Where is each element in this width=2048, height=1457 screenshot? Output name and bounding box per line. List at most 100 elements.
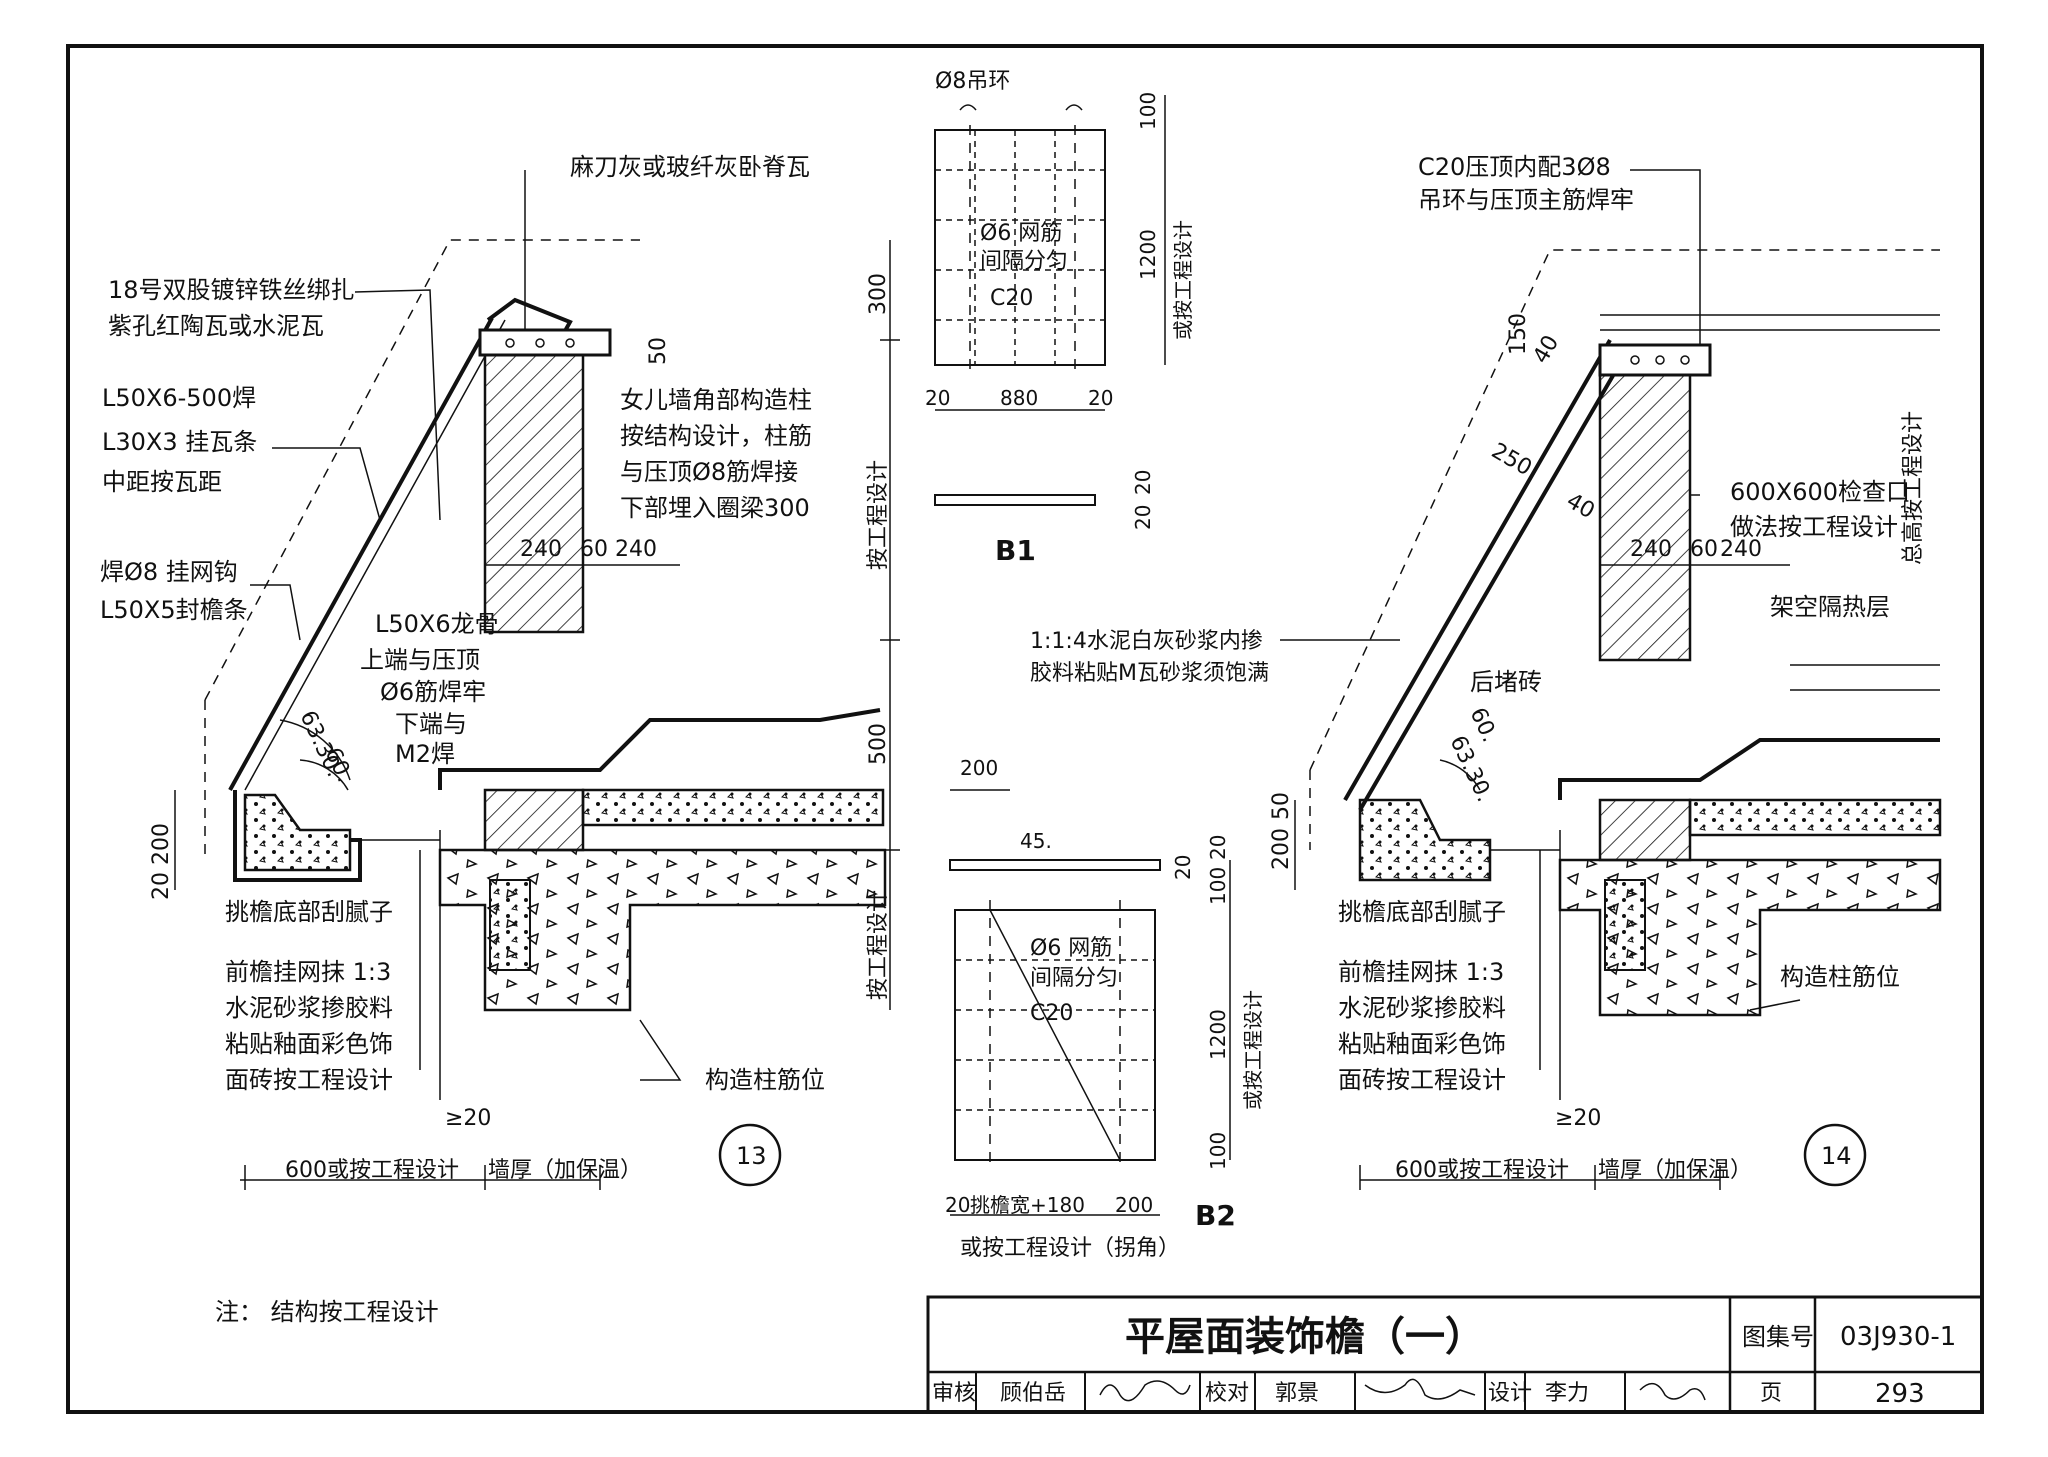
- b1-dim-20c: 20: [1131, 470, 1155, 495]
- label-keel-3: Ø6筋焊牢: [380, 678, 486, 706]
- checker-name: 郭景: [1275, 1381, 1319, 1406]
- dim-50: 50: [646, 337, 671, 365]
- label-col-4: 下部埋入圈梁300: [620, 494, 810, 522]
- label-front-1: 前檐挂网抹 1:3: [1338, 958, 1504, 986]
- detail-13-drawing: [174, 170, 900, 1190]
- dim-200: 200: [1269, 828, 1294, 870]
- note-text: 注： 结构按工程设计: [215, 1298, 439, 1326]
- dim-200: 200: [149, 823, 174, 865]
- b2-mesh-1: Ø6 网筋: [1030, 936, 1112, 961]
- b2-grade: C20: [1030, 1001, 1073, 1026]
- b1-dim-100: 100: [1136, 92, 1160, 130]
- b2-dim-100a: 100: [1206, 867, 1230, 905]
- b1-mesh-2: 间隔分匀: [980, 249, 1068, 274]
- dim-wall: 墙厚（加保温）: [488, 1158, 642, 1183]
- label-hatch-2: 做法按工程设计: [1730, 513, 1898, 541]
- b2-dim-1200: 1200: [1206, 1009, 1230, 1060]
- label-keel-1: L50X6龙骨: [375, 610, 499, 638]
- label-front-1: 前檐挂网抹 1:3: [225, 958, 391, 986]
- dim-ge20: ≥20: [1555, 1106, 1601, 1131]
- dim-40a: 40: [1529, 331, 1565, 368]
- b2-name: B2: [1195, 1199, 1236, 1232]
- review-label: 审核: [932, 1381, 976, 1406]
- b1-dim-1200: 1200: [1136, 229, 1160, 280]
- dim-40b: 40: [1562, 489, 1599, 525]
- dim-240b: 240: [1720, 537, 1762, 562]
- designer-signature: [1639, 1382, 1706, 1401]
- b2-dim-20b: 20: [1171, 855, 1195, 880]
- dim-240a: 240: [1630, 537, 1672, 562]
- b1-hook: Ø8吊环: [935, 69, 1010, 94]
- b2-angle-45: 45.: [1020, 829, 1052, 853]
- dim-wall: 墙厚（加保温）: [1598, 1158, 1752, 1183]
- detail-14-labels: C20压顶内配3Ø8 吊环与压顶主筋焊牢 600X600检查口 做法按工程设计 …: [1030, 153, 1926, 1183]
- label-angle-2: L30X3 挂瓦条: [102, 428, 257, 456]
- b2-dim-design: 或按工程设计: [1241, 990, 1265, 1110]
- label-rebar: 构造柱筋位: [705, 1066, 825, 1094]
- b2-drawing: [949, 789, 1231, 1216]
- label-hook-1: 焊Ø8 挂网钩: [100, 558, 238, 586]
- dim-240b: 240: [615, 537, 657, 562]
- dim-ge20: ≥20: [445, 1106, 491, 1131]
- label-front-2: 水泥砂浆掺胶料: [225, 994, 393, 1022]
- b1-grade: C20: [990, 286, 1033, 311]
- title-block-lines: [926, 1295, 1984, 1414]
- detail-13-labels: 麻刀灰或玻纤灰卧脊瓦 18号双股镀锌铁丝绑扎 紫孔红陶瓦或水泥瓦 L50X6-5…: [100, 153, 891, 1183]
- title-block: 平屋面装饰檐（一） 图集号 03J930-1 审核 顾伯岳 校对 郭景 设计 李…: [932, 1314, 1956, 1409]
- b1-mesh-1: Ø6 网筋: [980, 221, 1062, 246]
- label-angle-1: L50X6-500焊: [102, 384, 256, 412]
- angle-6330: 63.30.: [295, 707, 347, 781]
- b1-dim-20d: 20: [1131, 505, 1155, 530]
- atlas-label: 图集号: [1742, 1323, 1814, 1351]
- dim-300: 300: [866, 273, 891, 315]
- reviewer-signature: [1099, 1380, 1191, 1402]
- b1-dim-880: 880: [1000, 386, 1038, 410]
- angle-6330: 63.30.: [1445, 732, 1497, 806]
- reviewer-name: 顾伯岳: [1000, 1381, 1066, 1406]
- dim-500: 500: [866, 723, 891, 765]
- b1-dim-design: 或按工程设计: [1171, 220, 1195, 340]
- dim-600: 600或按工程设计: [285, 1158, 459, 1183]
- b1-dim-20b: 20: [1088, 386, 1113, 410]
- b2-labels: 200 45. Ø6 网筋 间隔分匀 C20 20 20 100 1200 或按…: [945, 756, 1265, 1261]
- detail-13-number: 13: [736, 1142, 767, 1170]
- label-rebar: 构造柱筋位: [1780, 963, 1900, 991]
- label-wire-1: 18号双股镀锌铁丝绑扎: [108, 276, 355, 304]
- label-cap-2: 吊环与压顶主筋焊牢: [1418, 186, 1634, 214]
- b2-dim-20c: 20: [945, 1193, 970, 1217]
- dim-240a: 240: [520, 537, 562, 562]
- label-hatch-1: 600X600检查口: [1730, 478, 1910, 506]
- label-mortar-1: 1:1:4水泥白灰砂浆内掺: [1030, 629, 1263, 654]
- b1-dim-20a: 20: [925, 386, 950, 410]
- label-keel-4: 下端与: [395, 710, 467, 738]
- dim-600: 600或按工程设计: [1395, 1158, 1569, 1183]
- b2-dim-200b: 200: [1115, 1193, 1153, 1217]
- b2-dim-100b: 100: [1206, 1132, 1230, 1170]
- b2-dim-20a: 20: [1206, 835, 1230, 860]
- atlas-number: 03J930-1: [1840, 1322, 1956, 1352]
- label-wire-2: 紫孔红陶瓦或水泥瓦: [108, 312, 324, 340]
- label-front-3: 粘贴釉面彩色饰: [225, 1030, 393, 1058]
- dim-20: 20: [149, 872, 174, 900]
- b1-drawing: [934, 95, 1166, 506]
- dim-150: 150: [1506, 313, 1531, 355]
- label-front-4: 面砖按工程设计: [1338, 1066, 1506, 1094]
- dim-design: 总高按工程设计: [1901, 411, 1926, 565]
- label-insul: 架空隔热层: [1770, 593, 1890, 621]
- dim-60: 60: [1690, 537, 1718, 562]
- label-ridge: 麻刀灰或玻纤灰卧脊瓦: [570, 153, 810, 181]
- b1-labels: Ø8吊环 Ø6 网筋 间隔分匀 C20 100 1200 或按工程设计 20 8…: [925, 69, 1195, 567]
- label-soffit: 挑檐底部刮腻子: [1338, 898, 1506, 926]
- dim-design-2: 按工程设计: [866, 890, 891, 1000]
- label-col-1: 女儿墙角部构造柱: [620, 386, 812, 414]
- detail-14-number: 14: [1821, 1142, 1852, 1170]
- b2-dim-width: 挑檐宽+180: [970, 1193, 1085, 1217]
- dim-250: 250: [1487, 439, 1536, 482]
- label-front-2: 水泥砂浆掺胶料: [1338, 994, 1506, 1022]
- designer-name: 李力: [1545, 1381, 1589, 1406]
- label-front-3: 粘贴釉面彩色饰: [1338, 1030, 1506, 1058]
- detail-14-drawing: [1280, 169, 1942, 1190]
- drawing-title: 平屋面装饰檐（一）: [1125, 1314, 1485, 1360]
- page-label: 页: [1760, 1381, 1782, 1406]
